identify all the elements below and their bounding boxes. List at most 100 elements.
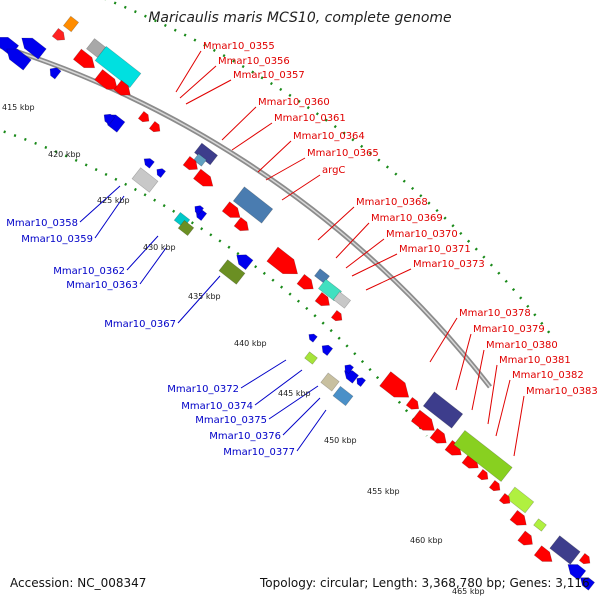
gene-feature[interactable] xyxy=(330,309,344,323)
gene-feature[interactable] xyxy=(72,48,98,73)
gene-feature[interactable] xyxy=(379,371,415,405)
forward-gene-label[interactable]: Mmar10_0380 xyxy=(486,340,558,351)
kbp-tick-label: 420 kbp xyxy=(48,150,81,159)
gene-feature[interactable] xyxy=(304,351,318,365)
reverse-gene-label[interactable]: Mmar10_0367 xyxy=(104,319,176,330)
forward-gene-label[interactable]: Mmar10_0356 xyxy=(218,56,290,67)
genome-backbone-highlight xyxy=(0,45,491,388)
gene-feature[interactable] xyxy=(94,69,122,94)
gene-feature[interactable] xyxy=(354,375,367,388)
gene-feature[interactable] xyxy=(405,396,422,412)
gene-feature[interactable] xyxy=(94,45,142,89)
gene-feature[interactable] xyxy=(232,186,274,224)
gene-feature[interactable] xyxy=(517,530,536,549)
gene-feature[interactable] xyxy=(101,111,116,126)
forward-gene-label[interactable]: argC xyxy=(322,165,345,176)
reverse-gene-label[interactable]: Mmar10_0374 xyxy=(181,401,253,412)
gene-feature[interactable] xyxy=(319,342,334,357)
forward-gene-label[interactable]: Mmar10_0357 xyxy=(233,70,305,81)
gene-feature[interactable] xyxy=(233,216,252,234)
gene-feature[interactable] xyxy=(51,27,68,43)
forward-gene-label[interactable]: Mmar10_0355 xyxy=(203,41,275,52)
gene-feature[interactable] xyxy=(320,372,340,392)
gene-feature[interactable] xyxy=(342,362,355,375)
reverse-gene-label[interactable]: Mmar10_0358 xyxy=(6,218,78,229)
gene-feature[interactable] xyxy=(266,246,303,281)
forward-gene-label[interactable]: Mmar10_0379 xyxy=(473,324,545,335)
forward-gene-label[interactable]: Mmar10_0382 xyxy=(512,370,584,381)
label-leader-line xyxy=(455,333,472,391)
reverse-gene-label[interactable]: Mmar10_0359 xyxy=(21,234,93,245)
label-leader-line xyxy=(345,238,385,269)
gene-feature[interactable] xyxy=(62,15,80,33)
forward-gene-label[interactable]: Mmar10_0383 xyxy=(526,386,598,397)
gene-feature[interactable] xyxy=(564,560,587,581)
gene-feature[interactable] xyxy=(3,44,32,71)
forward-gene-label[interactable]: Mmar10_0373 xyxy=(413,259,485,270)
gene-feature[interactable] xyxy=(86,38,106,58)
gene-feature[interactable] xyxy=(549,535,581,565)
reverse-gene-label[interactable]: Mmar10_0376 xyxy=(209,431,281,442)
gene-feature[interactable] xyxy=(314,291,333,309)
gene-feature[interactable] xyxy=(148,120,162,134)
forward-gene-label[interactable]: Mmar10_0369 xyxy=(371,213,443,224)
reverse-gene-label[interactable]: Mmar10_0362 xyxy=(53,266,125,277)
forward-gene-label[interactable]: Mmar10_0371 xyxy=(399,244,471,255)
label-leader-line xyxy=(179,65,217,99)
gene-feature[interactable] xyxy=(182,155,201,173)
forward-gene-label[interactable]: Mmar10_0364 xyxy=(293,131,365,142)
gene-feature[interactable] xyxy=(192,203,205,216)
gene-feature[interactable] xyxy=(453,430,513,482)
forward-gene-label[interactable]: Mmar10_0368 xyxy=(356,197,428,208)
kbp-tick-label: 430 kbp xyxy=(143,243,176,252)
gene-feature[interactable] xyxy=(177,219,195,237)
forward-gene-label[interactable]: Mmar10_0361 xyxy=(274,113,346,124)
reverse-gene-label[interactable]: Mmar10_0372 xyxy=(167,384,239,395)
label-leader-line xyxy=(185,79,232,105)
gene-feature[interactable] xyxy=(332,385,354,407)
reverse-gene-label[interactable]: Mmar10_0363 xyxy=(66,280,138,291)
gene-feature[interactable] xyxy=(47,65,62,80)
forward-gene-label[interactable]: Mmar10_0381 xyxy=(499,355,571,366)
gene-feature[interactable] xyxy=(307,332,318,343)
gene-feature[interactable] xyxy=(194,142,218,166)
reverse-gene-label[interactable]: Mmar10_0375 xyxy=(195,415,267,426)
gene-feature[interactable] xyxy=(218,259,246,285)
gene-feature[interactable] xyxy=(488,479,502,493)
forward-gene-label[interactable]: Mmar10_0360 xyxy=(258,97,330,108)
gene-feature[interactable] xyxy=(410,409,439,436)
gene-feature[interactable] xyxy=(422,391,464,429)
reverse-gene-label[interactable]: Mmar10_0377 xyxy=(223,447,295,458)
gene-feature[interactable] xyxy=(533,545,556,567)
gene-feature[interactable] xyxy=(221,201,244,223)
gene-feature[interactable] xyxy=(577,574,596,591)
gene-feature[interactable] xyxy=(18,33,47,60)
gene-feature[interactable] xyxy=(131,167,159,193)
gene-feature[interactable] xyxy=(137,110,151,124)
gene-feature[interactable] xyxy=(193,153,207,167)
gene-feature[interactable] xyxy=(509,509,530,529)
gene-feature[interactable] xyxy=(578,552,592,566)
gene-feature[interactable] xyxy=(113,79,134,99)
gene-feature[interactable] xyxy=(498,492,512,506)
map-title: Maricaulis maris MCS10, complete genome xyxy=(148,10,452,26)
gene-feature[interactable] xyxy=(193,168,216,191)
gene-feature[interactable] xyxy=(233,250,254,271)
gene-feature[interactable] xyxy=(318,278,342,302)
gene-feature[interactable] xyxy=(533,518,547,532)
gene-feature[interactable] xyxy=(154,166,167,179)
gene-feature[interactable] xyxy=(505,486,535,514)
forward-gene-label[interactable]: Mmar10_0370 xyxy=(386,229,458,240)
label-leader-line xyxy=(240,359,287,389)
gene-features xyxy=(0,15,596,591)
forward-gene-label[interactable]: Mmar10_0378 xyxy=(459,308,531,319)
gene-feature[interactable] xyxy=(476,468,490,482)
forward-gene-label[interactable]: Mmar10_0365 xyxy=(307,148,379,159)
gene-feature[interactable] xyxy=(429,427,450,447)
gene-feature[interactable] xyxy=(142,156,155,169)
gene-feature[interactable] xyxy=(296,273,317,293)
gene-labels: Mmar10_0355Mmar10_0356Mmar10_0357Mmar10_… xyxy=(6,41,598,458)
gene-feature[interactable] xyxy=(332,291,352,309)
